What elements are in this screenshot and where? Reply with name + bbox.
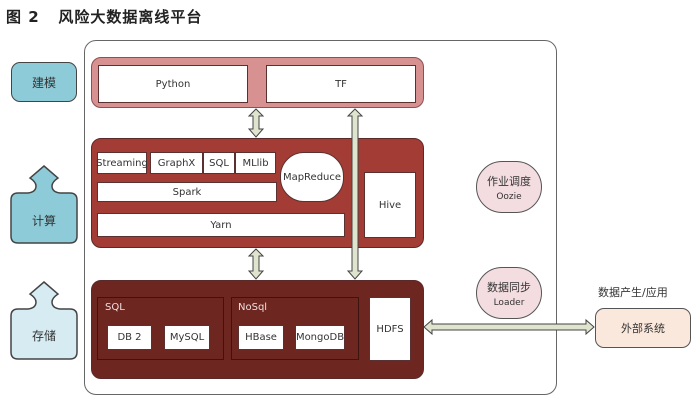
external-caption: 数据产生/应用 (598, 286, 668, 299)
scheduler-node: 作业调度 Oozie (476, 161, 542, 213)
mongodb-box: MongoDB (295, 325, 345, 350)
hdfs-box: HDFS (369, 297, 411, 361)
nosql-group: NoSql (231, 297, 359, 360)
layer-label-modeling: 建模 (11, 62, 77, 102)
spark-lib-label: GraphX (157, 157, 196, 169)
layer-shape-storage (10, 281, 78, 360)
mapreduce-node: MapReduce (280, 152, 344, 202)
tf-label: TF (335, 78, 347, 90)
db-label: DB 2 (117, 332, 142, 343)
scheduler-tool: Oozie (496, 191, 522, 202)
spark-lib-mllib: MLlib (235, 152, 276, 174)
db-label: MongoDB (295, 332, 345, 343)
hdfs-label: HDFS (376, 323, 404, 335)
hive-label: Hive (378, 199, 402, 211)
spark-box: Spark (97, 182, 277, 202)
hbase-box: HBase (238, 325, 284, 350)
tf-box: TF (266, 65, 416, 103)
yarn-box: Yarn (97, 213, 345, 237)
sync-tool: Loader (493, 297, 525, 308)
layer-label-modeling-text: 建模 (31, 75, 56, 90)
layer-shape-compute (10, 165, 78, 244)
python-label: Python (155, 78, 191, 90)
arrow-hdfs-external (423, 318, 595, 336)
db-label: MySQL (169, 332, 205, 343)
hive-box: Hive (364, 172, 416, 238)
layer-label-storage-text: 存储 (31, 328, 56, 343)
mapreduce-label: MapReduce (282, 171, 342, 183)
db2-box: DB 2 (107, 325, 152, 350)
sync-node: 数据同步 Loader (476, 267, 542, 319)
layer-label-storage: 存储 (11, 320, 77, 350)
figure-title: 图 2 风险大数据离线平台 (6, 8, 203, 26)
external-system-box: 外部系统 (595, 308, 691, 348)
spark-label: Spark (172, 186, 202, 198)
spark-lib-graphx: GraphX (150, 152, 203, 174)
sync-title: 数据同步 (487, 280, 531, 294)
sql-group-label: SQL (105, 302, 125, 313)
sql-group: SQL (97, 297, 224, 360)
spark-lib-sql: SQL (203, 152, 235, 174)
nosql-group-label: NoSql (238, 302, 268, 313)
arrow-tf-storage (346, 108, 364, 280)
spark-lib-label: MLlib (242, 157, 269, 169)
scheduler-title: 作业调度 (487, 174, 531, 188)
spark-lib-label: Streaming (96, 157, 148, 169)
mysql-box: MySQL (164, 325, 210, 350)
external-system-label: 外部系统 (621, 322, 665, 335)
spark-lib-label: SQL (209, 157, 229, 169)
db-label: HBase (245, 332, 277, 343)
layer-label-compute-text: 计算 (31, 213, 56, 228)
arrow-compute-storage (247, 248, 265, 280)
arrow-model-compute (247, 108, 265, 138)
spark-lib-streaming: Streaming (96, 152, 148, 174)
python-box: Python (98, 65, 248, 103)
yarn-label: Yarn (210, 219, 232, 231)
layer-label-compute: 计算 (11, 205, 77, 235)
